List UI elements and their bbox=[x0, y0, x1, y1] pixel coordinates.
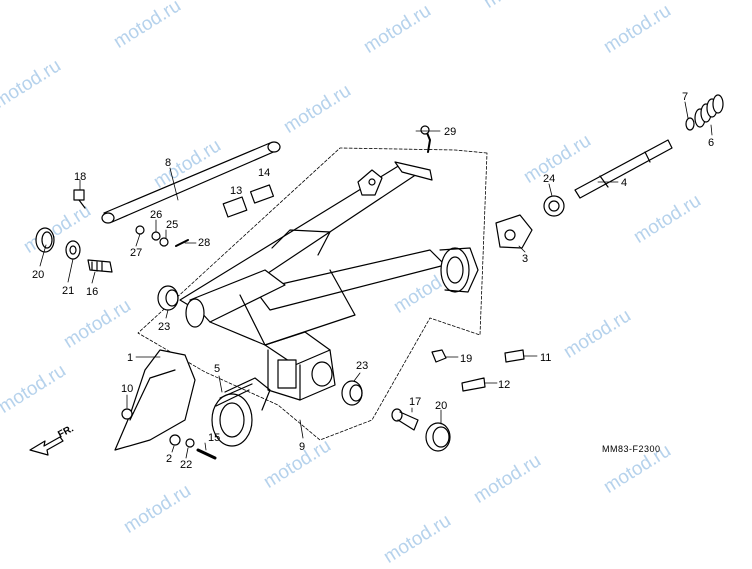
part-10-bolt bbox=[121, 408, 133, 420]
part-22-nut bbox=[185, 438, 195, 448]
callout-25: 25 bbox=[166, 219, 178, 231]
callout-18: 18 bbox=[74, 171, 86, 183]
callout-5: 5 bbox=[214, 363, 220, 375]
callout-3: 3 bbox=[522, 253, 528, 265]
callout-27: 27 bbox=[130, 247, 142, 259]
callout-20-left: 20 bbox=[32, 269, 44, 281]
callout-2: 2 bbox=[166, 453, 172, 465]
callout-4: 4 bbox=[621, 177, 627, 189]
part-14-label bbox=[249, 184, 275, 204]
part-23-bearing-lower bbox=[341, 380, 363, 406]
callout-13: 13 bbox=[230, 185, 242, 197]
part-24-bearing bbox=[543, 195, 565, 217]
part-20-seal bbox=[35, 227, 55, 253]
callout-12: 12 bbox=[498, 379, 510, 391]
part-3-joint bbox=[495, 214, 533, 249]
callout-8: 8 bbox=[165, 157, 171, 169]
part-1-cover bbox=[114, 349, 196, 451]
callout-16: 16 bbox=[86, 286, 98, 298]
callout-17: 17 bbox=[409, 396, 421, 408]
part-19-nut bbox=[431, 349, 447, 363]
callout-23-upper: 23 bbox=[158, 321, 170, 333]
callout-29: 29 bbox=[444, 126, 456, 138]
callout-20-right: 20 bbox=[435, 400, 447, 412]
part-6-spring bbox=[694, 94, 724, 128]
part-4-drive-shaft bbox=[574, 139, 673, 199]
callout-7: 7 bbox=[682, 91, 688, 103]
callout-28: 28 bbox=[198, 237, 210, 249]
front-direction-label: FR. bbox=[56, 423, 76, 440]
part-15-bolt bbox=[196, 448, 217, 460]
callout-14: 14 bbox=[258, 167, 270, 179]
part-18-bolt bbox=[73, 189, 86, 209]
part-16-pivot-bolt bbox=[87, 259, 113, 273]
part-25-nut bbox=[159, 237, 169, 247]
part-11-cap bbox=[504, 349, 525, 363]
callout-19: 19 bbox=[460, 353, 472, 365]
part-21-washer bbox=[65, 240, 81, 260]
callout-23-lower: 23 bbox=[356, 360, 368, 372]
callout-9: 9 bbox=[299, 441, 305, 453]
callout-6: 6 bbox=[708, 137, 714, 149]
part-27-nut bbox=[135, 225, 145, 235]
part-23-bearing-upper bbox=[157, 285, 179, 311]
part-17-bolt bbox=[391, 408, 419, 431]
callout-24: 24 bbox=[543, 173, 555, 185]
part-12-cap bbox=[461, 377, 486, 392]
part-7-ring bbox=[685, 117, 695, 131]
callout-10: 10 bbox=[121, 383, 133, 395]
part-20-cap bbox=[425, 422, 451, 452]
diagram-code: MM83-F2300 bbox=[602, 444, 661, 454]
callout-21: 21 bbox=[62, 285, 74, 297]
callout-1: 1 bbox=[127, 352, 133, 364]
part-13-label bbox=[222, 196, 248, 218]
callout-22: 22 bbox=[180, 459, 192, 471]
part-2-washer bbox=[169, 434, 181, 446]
callout-11: 11 bbox=[540, 352, 551, 364]
front-direction-arrow bbox=[29, 436, 64, 456]
part-5-boot bbox=[211, 377, 271, 447]
callouts: 29 8 18 13 14 26 25 27 28 20 21 16 23 1 … bbox=[32, 91, 714, 471]
part-28-pin bbox=[175, 239, 189, 247]
callout-26: 26 bbox=[150, 209, 162, 221]
swing-arm bbox=[179, 161, 479, 401]
callout-15: 15 bbox=[208, 432, 220, 444]
leader-lines bbox=[39, 101, 713, 459]
part-26-washer bbox=[151, 231, 161, 241]
part-8-torque-link bbox=[101, 141, 281, 224]
